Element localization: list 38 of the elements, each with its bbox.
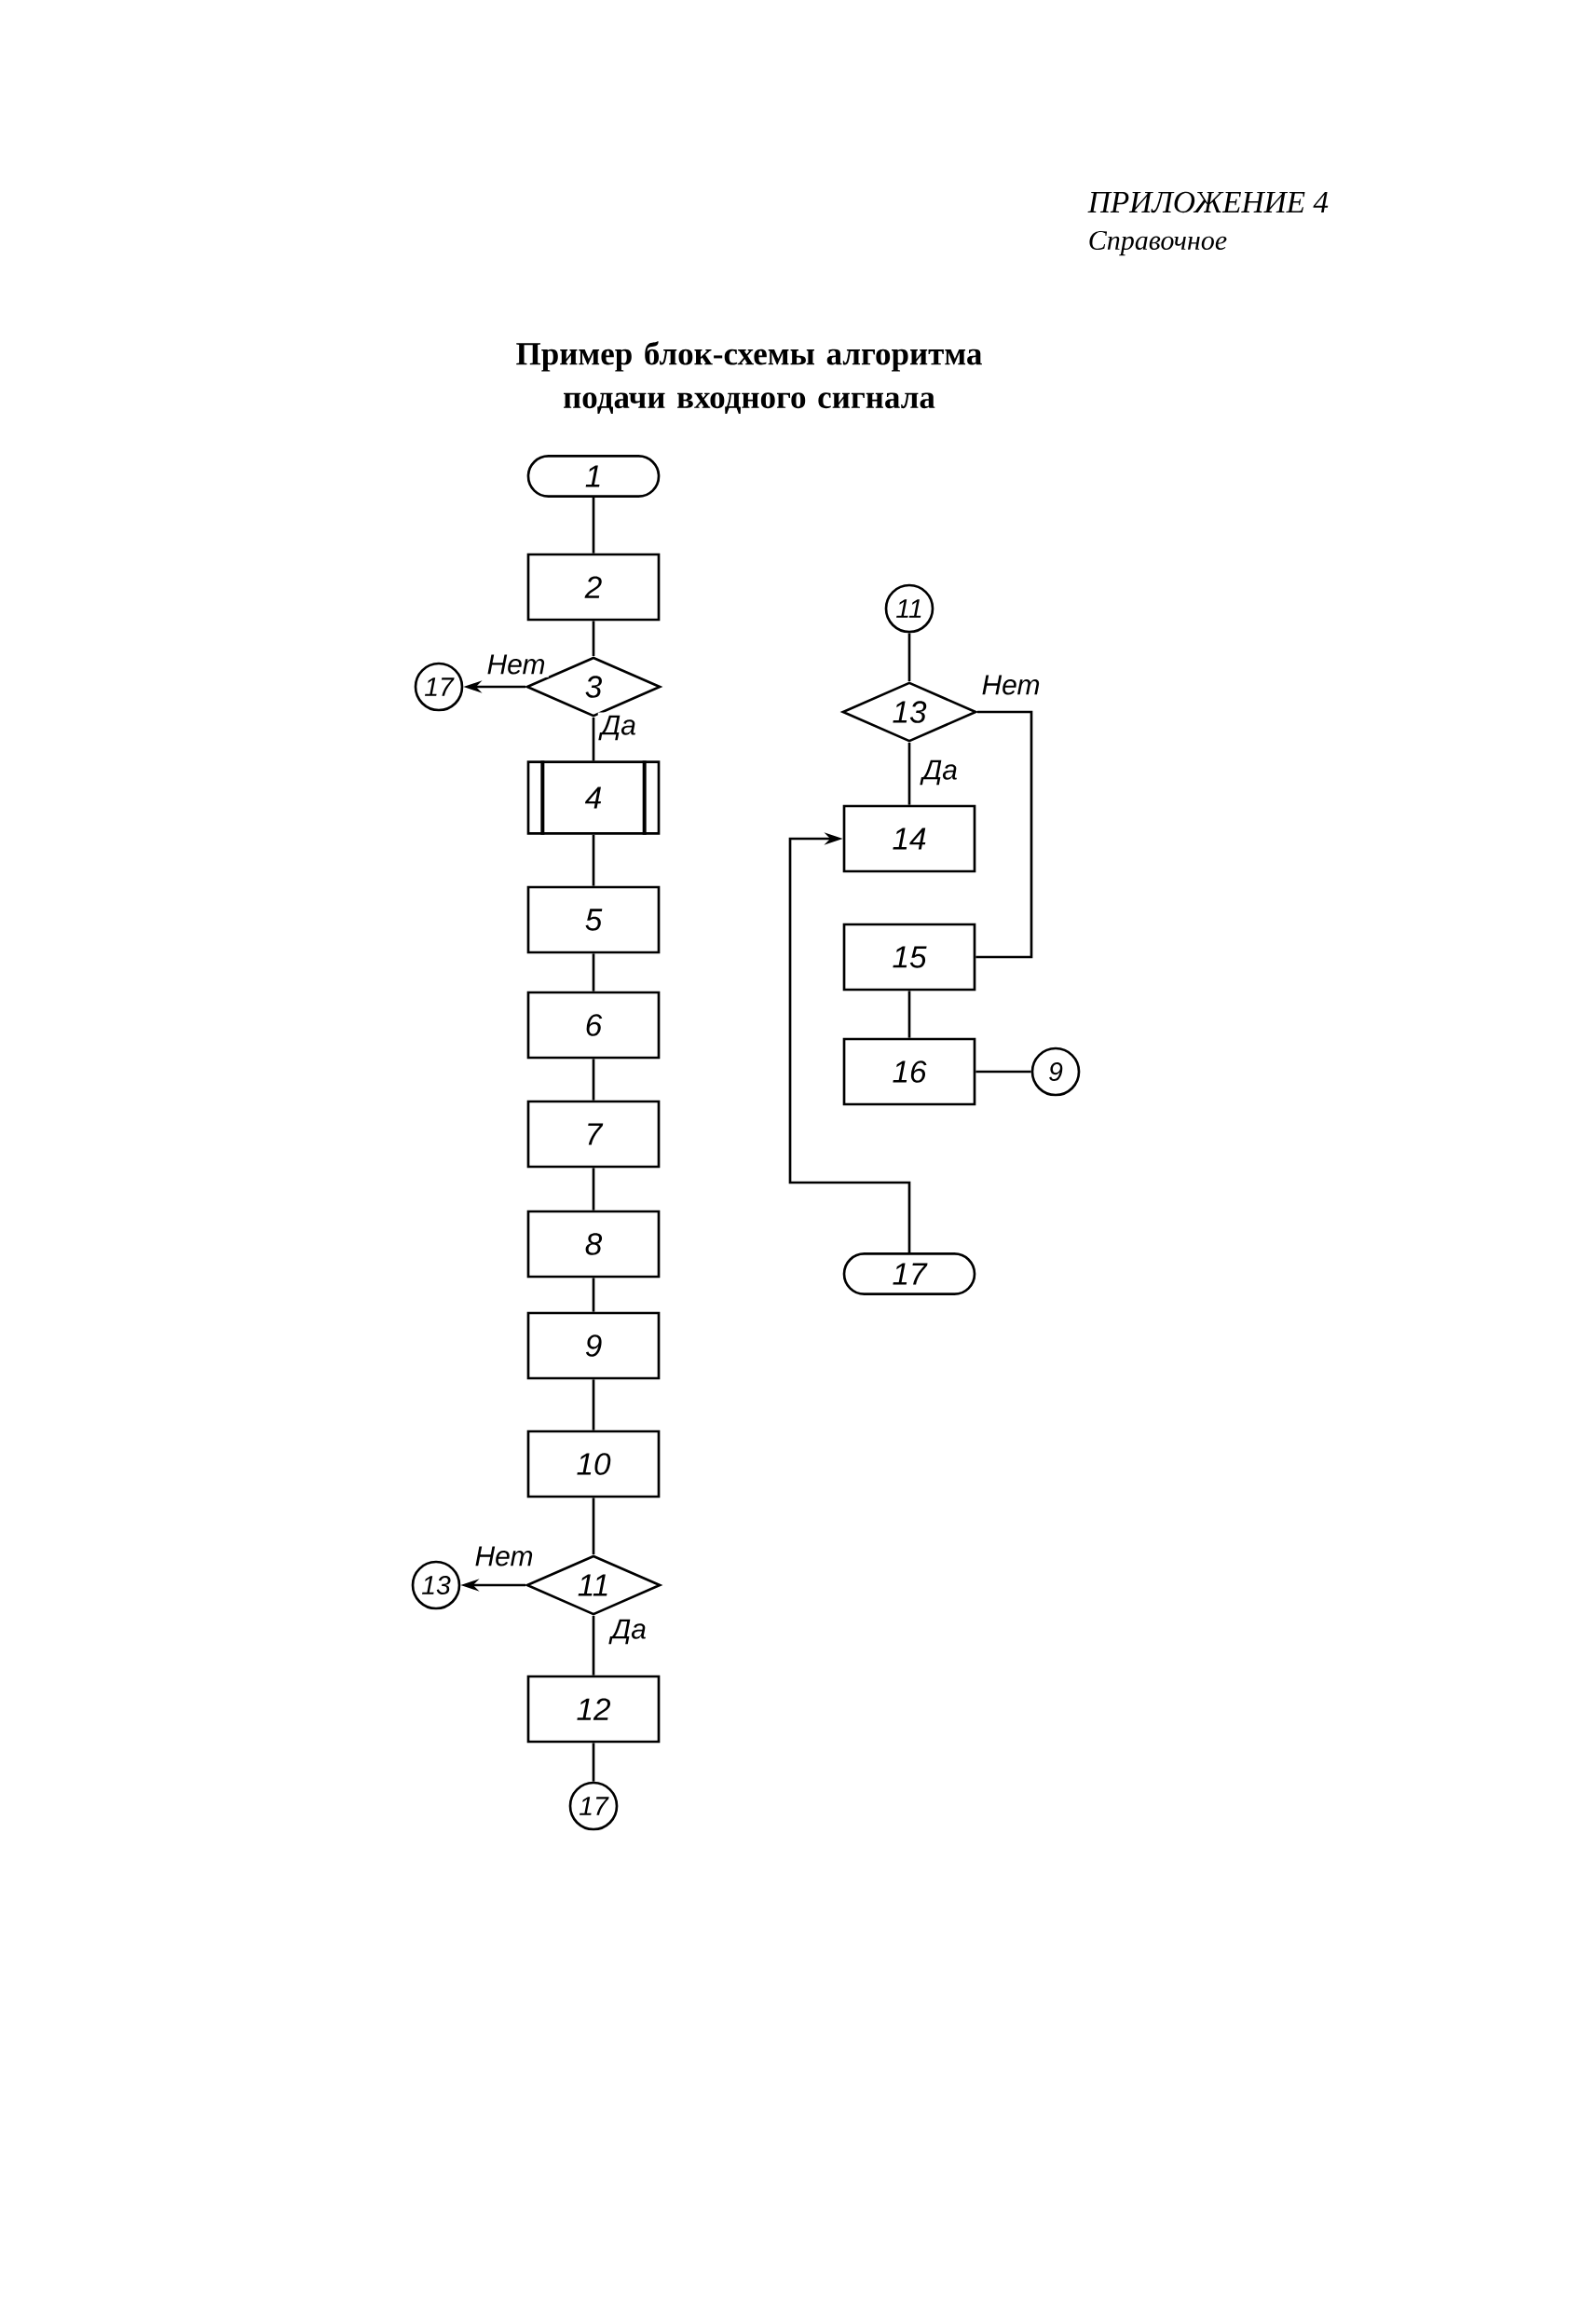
connector-line xyxy=(592,718,595,761)
edge-label: Да xyxy=(607,1616,650,1648)
edge-label: Нет xyxy=(978,672,1044,698)
process-box: 5 xyxy=(526,885,661,954)
appendix-label: Справочное xyxy=(1089,230,1227,256)
process-box: 14 xyxy=(842,804,976,873)
connector-line xyxy=(592,498,595,554)
edge-label: Да xyxy=(597,712,640,744)
connector-line xyxy=(592,1168,595,1211)
process-box: 7 xyxy=(526,1100,661,1169)
process-box: 8 xyxy=(526,1210,661,1279)
connector-line xyxy=(592,1379,595,1430)
connector-line xyxy=(592,1498,595,1555)
connector-line xyxy=(592,953,595,992)
connector-line xyxy=(592,834,595,886)
appendix-label: ПРИЛОЖЕНИЕ 4 xyxy=(1087,191,1329,213)
heading: Пример блок-схемы алгоритма подачи входного сигнала xyxy=(516,341,982,414)
edge-label: Нет xyxy=(484,651,549,677)
connector-line xyxy=(907,633,911,681)
process-box: 6 xyxy=(526,991,661,1060)
connector-line xyxy=(975,710,1033,959)
connector-line xyxy=(975,1070,1031,1074)
process-box: 12 xyxy=(526,1675,661,1744)
connector-line xyxy=(907,743,911,805)
process-box: 9 xyxy=(526,1311,661,1380)
connector-line xyxy=(592,1059,595,1101)
process-box: 10 xyxy=(526,1430,661,1498)
arrow xyxy=(788,832,911,1252)
edge-label: Да xyxy=(919,757,962,788)
connector-line xyxy=(592,1616,595,1676)
process-box: 15 xyxy=(842,923,976,992)
process-box: 16 xyxy=(842,1037,976,1106)
connector-line xyxy=(592,1743,595,1782)
connector-line xyxy=(592,621,595,656)
connector-line xyxy=(592,1278,595,1312)
predefined-process-box: 4 xyxy=(526,760,661,835)
process-box: 2 xyxy=(526,553,661,622)
connector-line xyxy=(907,991,911,1038)
